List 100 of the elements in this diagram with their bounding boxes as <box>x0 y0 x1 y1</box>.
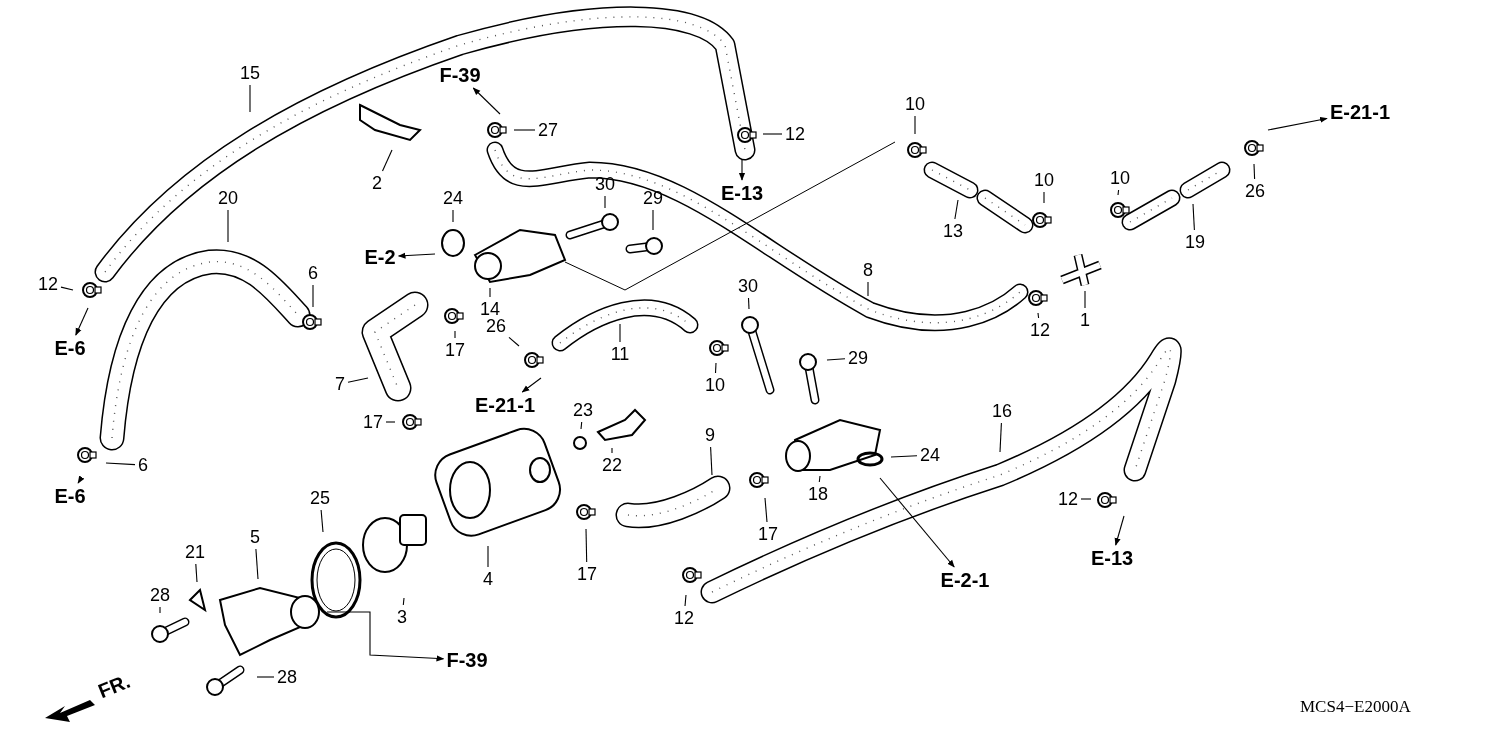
leader-line <box>684 594 687 607</box>
callout-number: 2 <box>371 173 383 193</box>
callout-number: 3 <box>396 607 408 627</box>
leader-line <box>402 597 405 606</box>
callout-number: 10 <box>904 94 926 114</box>
callout-number: 14 <box>479 299 501 319</box>
reference-arrow <box>75 307 89 336</box>
leader-line <box>513 129 536 131</box>
callout-number: 12 <box>1057 489 1079 509</box>
drawing-code: MCS4−E2000A <box>1300 698 1411 715</box>
callout-number: 23 <box>572 400 594 420</box>
leader-line <box>585 528 588 563</box>
callout-number: 26 <box>1244 181 1266 201</box>
leader-line <box>256 676 275 678</box>
leader-line <box>320 509 324 533</box>
leader-line <box>1043 191 1045 204</box>
leader-line <box>105 462 136 466</box>
leader-line <box>1117 189 1120 196</box>
callout-number: 20 <box>217 188 239 208</box>
callout-number: 21 <box>184 542 206 562</box>
direction-label: FR. <box>95 670 133 702</box>
leader-line <box>580 421 583 430</box>
leader-line <box>954 199 959 220</box>
callout-number: 12 <box>1029 320 1051 340</box>
callout-number: 5 <box>249 527 261 547</box>
callout-number: 29 <box>847 348 869 368</box>
leader-line <box>714 362 717 374</box>
callout-number: 10 <box>704 375 726 395</box>
leader-line <box>249 84 251 113</box>
reference-arrow <box>77 475 85 484</box>
callout-number: 4 <box>482 569 494 589</box>
leader-line <box>611 447 613 454</box>
callout-number: 17 <box>444 340 466 360</box>
callout-number: 1 <box>1079 310 1091 330</box>
leader-line <box>1037 312 1040 319</box>
callout-number: 22 <box>601 455 623 475</box>
leader-line <box>818 475 821 483</box>
callout-number: 16 <box>991 401 1013 421</box>
leader-line <box>452 209 454 223</box>
leader-line <box>652 209 654 231</box>
callout-number: 30 <box>594 174 616 194</box>
reference-arrow <box>326 611 445 662</box>
callout-number: 27 <box>537 120 559 140</box>
reference-label: E-2 <box>363 246 397 268</box>
callout-number: 11 <box>609 344 631 364</box>
reference-label: E-13 <box>1089 547 1135 569</box>
callout-number: 24 <box>442 188 464 208</box>
leader-line <box>159 606 161 614</box>
callout-number: 9 <box>704 425 716 445</box>
leader-line <box>312 284 314 308</box>
leader-line <box>890 455 918 458</box>
reference-arrow <box>472 87 501 115</box>
leader-line <box>826 358 846 361</box>
callout-number: 17 <box>576 564 598 584</box>
callout-number: 17 <box>362 412 384 432</box>
callout-number: 13 <box>942 221 964 241</box>
reference-label: E-6 <box>53 485 87 507</box>
leader-line <box>508 336 520 347</box>
callout-number: 17 <box>757 524 779 544</box>
leader-line <box>255 548 259 580</box>
reference-label: E-6 <box>53 337 87 359</box>
callout-number: 24 <box>919 445 941 465</box>
leader-line <box>454 330 456 339</box>
reference-arrow <box>879 477 955 568</box>
reference-arrow <box>1114 515 1125 546</box>
leader-line <box>489 287 491 298</box>
callout-number: 26 <box>485 316 507 336</box>
reference-arrow <box>738 159 746 181</box>
leader-line <box>385 421 396 423</box>
reference-label: E-21-1 <box>1329 101 1391 123</box>
leader-line <box>195 563 198 583</box>
reference-arrow <box>397 252 436 259</box>
leader-line <box>914 115 916 135</box>
leader-line <box>747 297 750 310</box>
callout-number: 28 <box>276 667 298 687</box>
reference-arrow <box>521 377 542 393</box>
callout-number: 15 <box>239 63 261 83</box>
leader-line <box>604 195 606 209</box>
leader-line <box>381 149 393 172</box>
reference-label: F-39 <box>438 64 482 86</box>
leader-line <box>762 133 783 135</box>
reference-arrow <box>1267 116 1328 131</box>
callout-number: 29 <box>642 188 664 208</box>
leader-line <box>347 377 369 383</box>
callout-number: 10 <box>1033 170 1055 190</box>
callout-number: 8 <box>862 260 874 280</box>
leader-line <box>487 545 489 568</box>
callout-number: 12 <box>37 274 59 294</box>
callout-number: 12 <box>673 608 695 628</box>
callout-number: 6 <box>137 455 149 475</box>
leader-line <box>867 281 869 297</box>
reference-label: E-21-1 <box>474 394 536 416</box>
leader-line <box>999 422 1002 453</box>
callout-number: 19 <box>1184 232 1206 252</box>
leader-line <box>764 497 768 523</box>
leader-line <box>1084 290 1086 309</box>
callout-number: 7 <box>334 374 346 394</box>
callout-number: 25 <box>309 488 331 508</box>
callout-number: 18 <box>807 484 829 504</box>
reference-label: F-39 <box>445 649 489 671</box>
